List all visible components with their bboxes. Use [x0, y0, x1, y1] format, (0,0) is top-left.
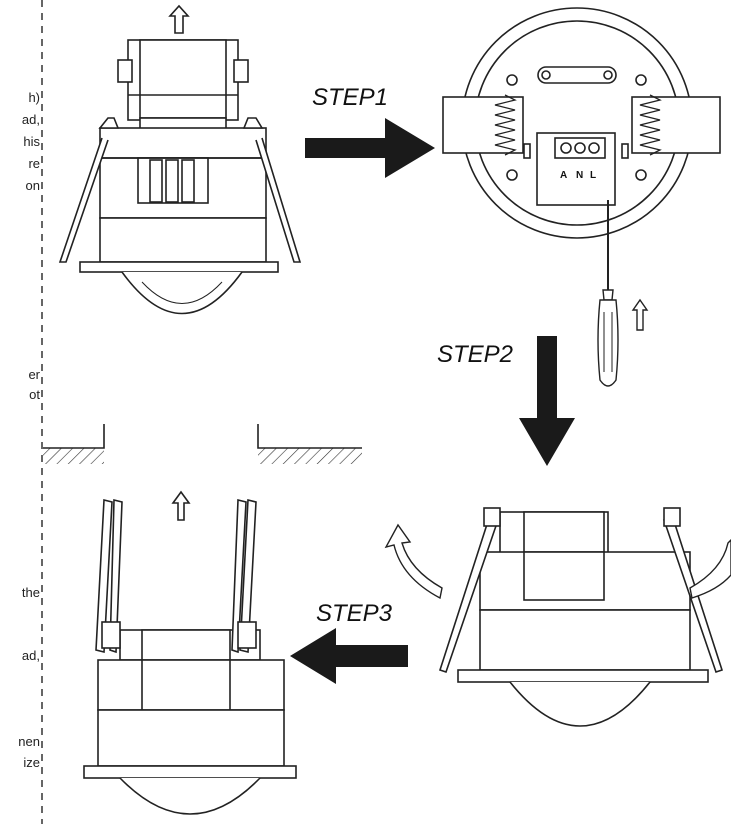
sensor-side-view-1: [58, 4, 302, 315]
terminal-label-a: A: [560, 170, 567, 181]
text-fragment-9: ad,: [21, 648, 40, 663]
sensor-side-view-2: [438, 507, 724, 727]
sensor-top-view: [442, 7, 721, 239]
screwdriver-icon: [597, 200, 619, 387]
text-fragment-7: ot: [29, 387, 40, 402]
step2-label: STEP2: [437, 341, 513, 368]
up-arrow-icon: [171, 490, 191, 521]
sensor-side-view-3: [83, 490, 297, 815]
step-arrow-icon: [519, 336, 575, 466]
terminal-label-n: N: [576, 170, 583, 181]
curved-arrow-icon: [384, 523, 443, 600]
step-arrow-icon: [305, 118, 435, 178]
curved-arrow-icon: [689, 539, 731, 599]
step3-label: STEP3: [316, 600, 393, 627]
text-fragment-5: on: [25, 178, 40, 193]
step-arrow-icon: [290, 628, 408, 684]
terminal-label-l: L: [590, 170, 596, 181]
text-fragment-4: re: [28, 156, 40, 171]
text-fragment-1: h): [28, 90, 40, 105]
up-arrow-icon: [631, 298, 649, 331]
text-fragment-8: the: [21, 585, 40, 600]
step1-label: STEP1: [312, 84, 388, 111]
text-fragment-3: his: [23, 134, 40, 149]
up-arrow-icon: [168, 4, 190, 34]
ceiling-cutout: [43, 424, 362, 464]
text-fragment-6: er: [28, 367, 40, 382]
text-fragment-2: ad,: [21, 112, 40, 127]
text-fragment-11: ize: [23, 755, 40, 770]
text-fragment-10: nen: [18, 734, 40, 749]
